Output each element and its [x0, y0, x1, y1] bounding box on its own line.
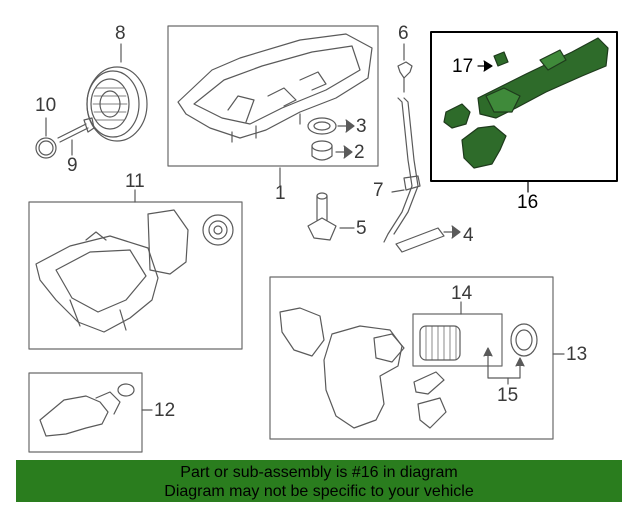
cap-part-10	[35, 117, 57, 159]
oil-cooler-assembly-part-16	[443, 37, 609, 169]
callout-10: 10	[35, 95, 57, 116]
callout-6: 6	[398, 23, 409, 44]
box-filter-housing	[269, 276, 554, 440]
oil-filter-part-14	[419, 301, 493, 363]
callout-5: 5	[356, 218, 367, 239]
callout-4: 4	[463, 225, 474, 246]
callout-7: 7	[373, 180, 384, 201]
callout-14: 14	[451, 283, 473, 304]
callout-11: 11	[125, 171, 145, 192]
callout-15: 15	[497, 385, 519, 406]
callout-12: 12	[154, 400, 176, 421]
pickup-tube-part-12	[39, 383, 153, 437]
callout-13: 13	[566, 344, 588, 365]
clip-part-6	[397, 43, 413, 93]
callout-1: 1	[275, 183, 286, 204]
callout-9: 9	[67, 155, 78, 176]
box-pickup-tube	[28, 372, 143, 453]
banner-line-1: Part or sub-assembly is #16 in diagram	[180, 464, 458, 481]
diagram-drawing	[28, 25, 618, 453]
dipstick-tube-part-7	[383, 97, 421, 243]
seal-part-3	[307, 117, 355, 135]
plug-part-2	[311, 140, 353, 161]
box-oil-pump	[28, 201, 243, 350]
sensor-part-5	[307, 192, 355, 241]
filter-housing-part-13	[279, 307, 565, 429]
callout-16: 16	[517, 192, 539, 213]
crank-pulley-part-8	[86, 43, 148, 142]
bolt-part-9	[57, 117, 95, 156]
oil-pump-part-11	[35, 189, 234, 333]
filter-cap-part-15	[487, 323, 538, 385]
box-oil-cooler-highlight	[430, 31, 618, 182]
callout-8: 8	[115, 23, 126, 44]
box-oil-pan	[167, 25, 379, 167]
box-filter-inner	[412, 313, 503, 367]
callout-17-arrow	[477, 60, 493, 72]
hose-part-4	[395, 225, 461, 253]
callout-3: 3	[356, 116, 367, 137]
callout-2: 2	[354, 142, 365, 163]
info-banner: Part or sub-assembly is #16 in diagram D…	[16, 460, 622, 502]
oil-pan-part-1	[177, 33, 373, 187]
callout-17: 17	[452, 56, 474, 77]
banner-line-2: Diagram may not be specific to your vehi…	[164, 483, 474, 500]
